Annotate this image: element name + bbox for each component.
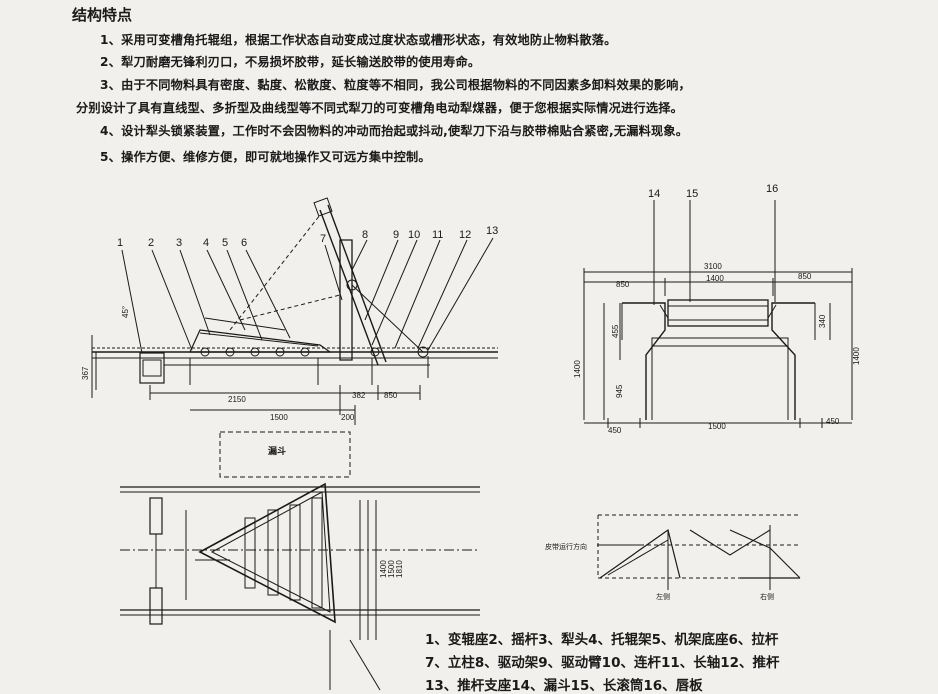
dim-1400-plan: 1400: [379, 560, 388, 578]
part-number: 14: [648, 188, 660, 200]
dim-1400-right: 1400: [852, 347, 861, 365]
dim-850-right: 850: [798, 272, 812, 281]
dim-382: 382: [352, 391, 366, 400]
dim-height: 367: [81, 366, 90, 380]
part-number: 10: [408, 229, 420, 241]
dim-angle: 45°: [121, 306, 130, 318]
end-view-drawing: [583, 200, 853, 428]
dim-450-right: 450: [826, 417, 840, 426]
part-number: 15: [686, 188, 698, 200]
feature-2: 2、犁刀耐磨无锋利刃口，不易损坏胶带，延长输送胶带的使用寿命。: [100, 55, 481, 69]
blade-note-left: 左侧: [656, 592, 670, 601]
feature-3-cont: 分别设计了具有直线型、多折型及曲线型等不同式犁刀的可变槽角电动犁煤器，便于您根据…: [76, 101, 683, 115]
part-number: 6: [241, 237, 247, 249]
dim-455: 455: [611, 324, 620, 338]
part-number: 7: [320, 233, 326, 245]
part-number: 16: [766, 183, 778, 195]
dim-1500-end: 1500: [708, 422, 726, 431]
part-number: 13: [486, 225, 498, 237]
belt-direction-label: 皮带运行方向: [545, 542, 587, 551]
part-number: 4: [203, 237, 209, 249]
plan-view-drawing: [120, 431, 480, 691]
part-number: 11: [432, 229, 443, 241]
part-number: 9: [393, 229, 399, 241]
feature-list: 1、采用可变槽角托辊组，根据工作状态自动变成过度状态或槽形状态，有效地防止物料散…: [0, 0, 938, 180]
dim-450-left: 450: [608, 426, 622, 435]
part-number: 5: [222, 237, 228, 249]
dim-340: 340: [818, 314, 827, 328]
dim-1400-mid: 1400: [706, 274, 724, 283]
dim-1500: 1500: [270, 413, 288, 422]
part-number: 1: [117, 237, 123, 249]
dim-2150: 2150: [228, 395, 246, 404]
part-number: 3: [176, 237, 182, 249]
legend-line-2: 7、立柱8、驱动架9、驱动臂10、连杆11、长轴12、推杆: [425, 655, 780, 671]
dim-1400-left: 1400: [573, 360, 582, 378]
dim-200: 200: [341, 413, 355, 422]
dim-850: 850: [384, 391, 398, 400]
section-heading: 结构特点: [72, 6, 133, 24]
hopper-label: 漏斗: [268, 445, 286, 456]
blade-diagram: [597, 514, 801, 590]
side-view-drawing: [91, 197, 498, 425]
dim-3100: 3100: [704, 262, 722, 271]
dim-945: 945: [615, 384, 624, 398]
legend-line-3: 13、推杆支座14、漏斗15、长滚筒16、唇板: [425, 678, 703, 694]
part-number: 12: [459, 229, 471, 241]
legend-line-1: 1、变辊座2、摇杆3、犁头4、托辊架5、机架底座6、拉杆: [425, 632, 779, 648]
part-number: 8: [362, 229, 368, 241]
dim-850-left: 850: [616, 280, 630, 289]
part-number: 2: [148, 237, 154, 249]
feature-1: 1、采用可变槽角托辊组，根据工作状态自动变成过度状态或槽形状态，有效地防止物料散…: [100, 33, 617, 47]
dim-1810-plan: 1810: [395, 560, 404, 578]
dim-1500-plan: 1500: [387, 560, 396, 578]
feature-3: 3、由于不同物料具有密度、黏度、松散度、粒度等不相同，我公司根据物料的不同因素多…: [100, 78, 691, 92]
feature-4: 4、设计犁头锁紧装置，工作时不会因物料的冲动而抬起或抖动,使犁刀下沿与胶带棉贴合…: [100, 124, 689, 138]
feature-5: 5、操作方便、维修方便，即可就地操作又可远方集中控制。: [100, 150, 431, 164]
blade-note-right: 右侧: [760, 592, 774, 601]
